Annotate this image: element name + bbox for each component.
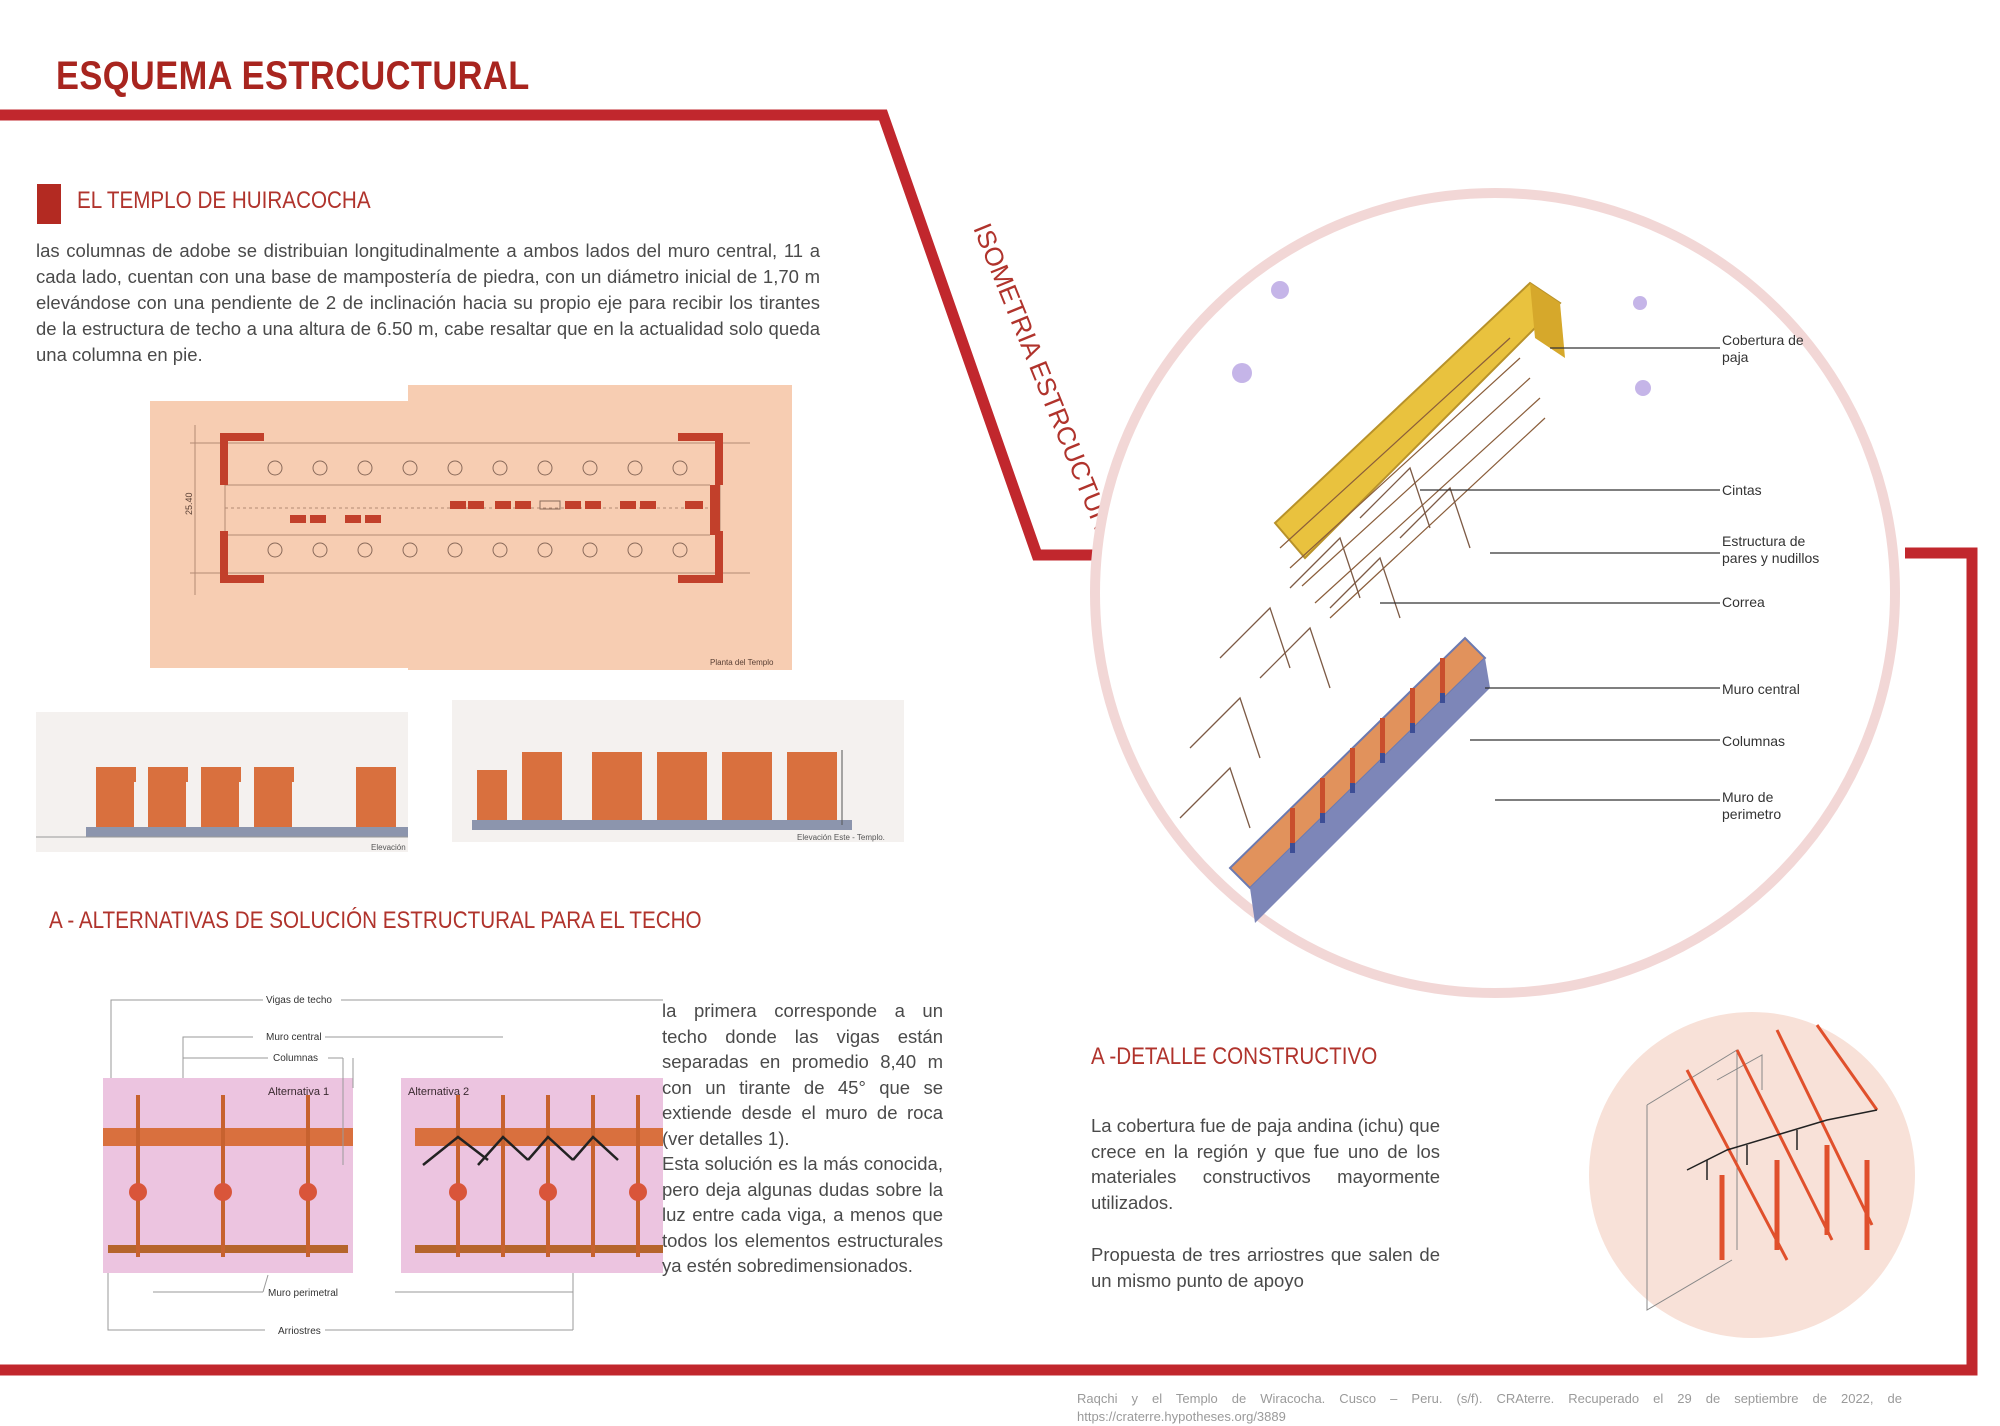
alternatives-paragraph-2: Esta solución es la más conocida, pero d…: [662, 1153, 943, 1277]
page-title: ESQUEMA ESTRCUCTURAL: [56, 54, 530, 98]
west-elevation-caption: Elevación Oeste - Templo.: [371, 843, 408, 852]
label-muro-central: Muro central: [266, 1032, 322, 1043]
iso-label-correa: Correa: [1722, 594, 1765, 610]
isometry-circle: [1090, 188, 1900, 998]
detail-paragraph-2: Propuesta de tres arriostres que salen d…: [1091, 1244, 1440, 1291]
iso-label-muro-perimetro: Muro de perimetro: [1722, 789, 1782, 822]
iso-label-columnas: Columnas: [1722, 733, 1786, 749]
label-vigas: Vigas de techo: [266, 995, 332, 1006]
label-alternativa-1: Alternativa 1: [268, 1086, 329, 1098]
west-elevation: Elevación Oeste - Templo.: [36, 712, 408, 852]
alternatives-diagram: Vigas de techo Muro central Columnas Mur…: [103, 995, 663, 1337]
east-elevation-caption: Elevación Este - Templo.: [797, 833, 885, 842]
iso-label-cintas: Cintas: [1722, 482, 1762, 498]
plan-caption: Planta del Templo: [710, 658, 774, 667]
label-muro-perimetral: Muro perimetral: [268, 1288, 338, 1299]
alternatives-paragraph-1: la primera corresponde a un techo donde …: [662, 1000, 943, 1149]
iso-label-cobertura: Cobertura de paja: [1722, 332, 1804, 365]
iso-label-estructura: Estructura de pares y nudillos: [1722, 533, 1820, 566]
detail-circle: [1589, 1012, 1915, 1338]
templo-heading: EL TEMPLO DE HUIRACOCHA: [77, 187, 371, 214]
detail-paragraph-1: La cobertura fue de paja andina (ichu) q…: [1091, 1115, 1440, 1213]
label-arriostres: Arriostres: [278, 1326, 321, 1337]
east-elevation: Elevación Este - Templo.: [452, 700, 904, 842]
alternatives-heading: A - ALTERNATIVAS DE SOLUCIÓN ESTRUCTURAL…: [49, 907, 702, 934]
templo-paragraph: las columnas de adobe se distribuian lon…: [36, 240, 820, 365]
citation-line-1: Raqchi y el Templo de Wiracocha. Cusco –…: [1077, 1391, 1902, 1406]
iso-label-muro-central: Muro central: [1722, 681, 1800, 697]
citation-link[interactable]: https://craterre.hypotheses.org/3889: [1077, 1409, 1286, 1424]
plan-dimension: 25.40: [184, 492, 194, 515]
temple-floor-plan: 25.40 Planta del Templo: [150, 385, 792, 670]
detail-heading: A -DETALLE CONSTRUCTIVO: [1091, 1043, 1378, 1070]
label-columnas: Columnas: [273, 1053, 318, 1064]
label-alternativa-2: Alternativa 2: [408, 1086, 469, 1098]
section-marker: [37, 184, 61, 224]
citation: Raqchi y el Templo de Wiracocha. Cusco –…: [1077, 1390, 1902, 1426]
